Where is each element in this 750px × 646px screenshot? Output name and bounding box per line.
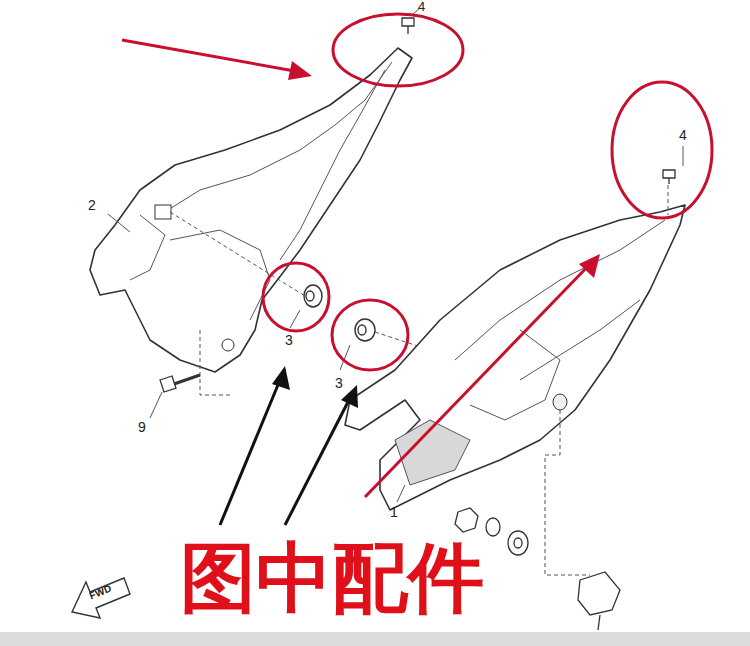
- callout-number: 1: [390, 505, 398, 519]
- callout-number: 2: [88, 198, 96, 212]
- annotation-text: 图中配件: [180, 540, 484, 616]
- callout-number: 9: [138, 420, 146, 434]
- callout-number: 3: [335, 376, 343, 390]
- callout-number: 4: [418, 0, 425, 13]
- callout-number: 4: [679, 128, 687, 142]
- callout-number: 3: [285, 333, 293, 347]
